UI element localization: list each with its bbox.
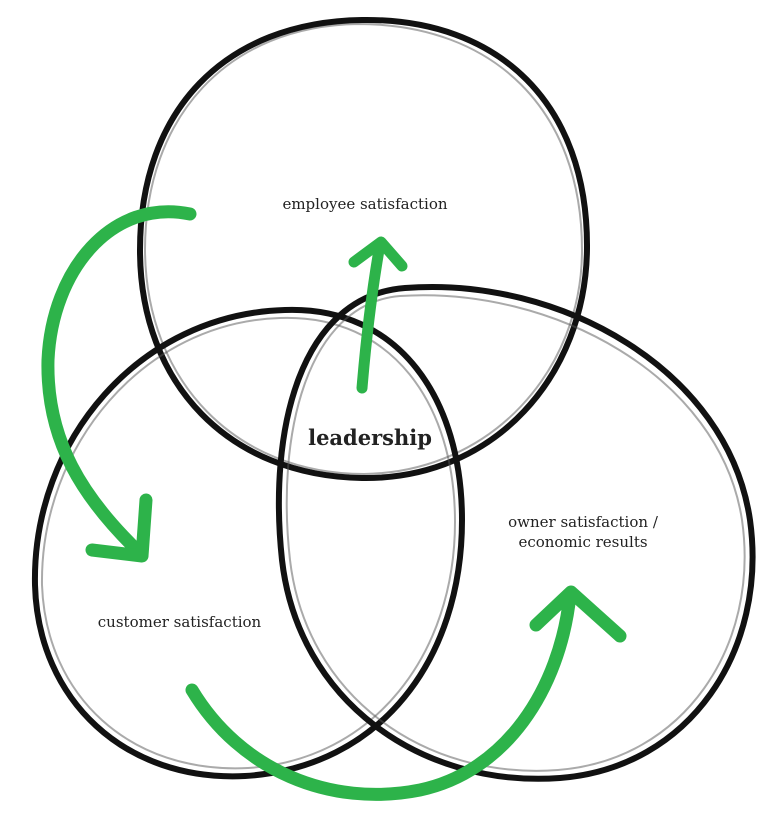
owner-satisfaction-label-line1: owner satisfaction / xyxy=(508,513,658,531)
owner-satisfaction-label: owner satisfaction / economic results xyxy=(508,512,658,552)
arrow-employee-to-customer xyxy=(41,205,197,563)
arrow-leadership-to-employee xyxy=(348,236,408,394)
employee-satisfaction-label: employee satisfaction xyxy=(282,195,448,213)
owner-satisfaction-label-line2: economic results xyxy=(518,533,648,551)
customer-satisfaction-circle xyxy=(31,306,465,780)
owner-satisfaction-circle xyxy=(275,284,756,782)
arrow-customer-to-owner xyxy=(185,585,627,801)
customer-satisfaction-label: customer satisfaction xyxy=(97,613,262,631)
employee-satisfaction-circle xyxy=(137,16,591,482)
leadership-label: leadership xyxy=(308,425,432,450)
